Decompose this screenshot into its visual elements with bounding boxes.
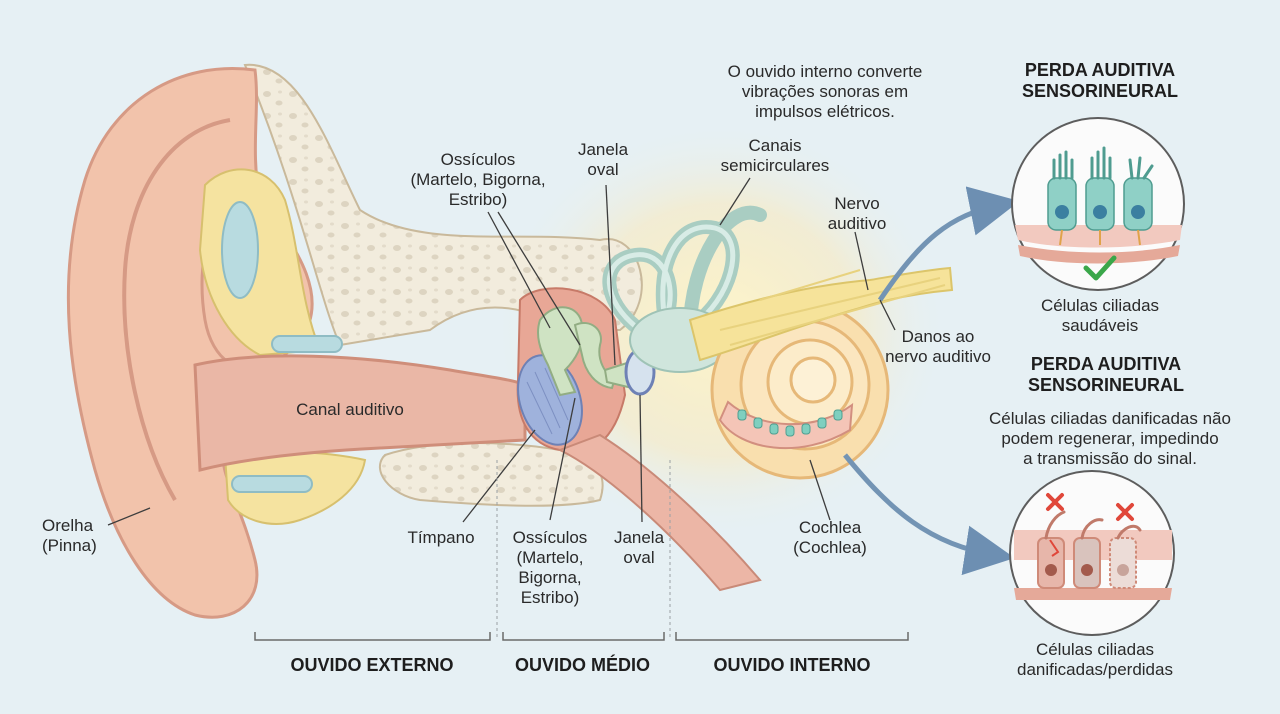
damaged-hair-cells-panel xyxy=(1009,470,1175,636)
eardrum-lines xyxy=(526,367,569,435)
section-ouvido-interno: OUVIDO INTERNO xyxy=(713,655,871,675)
pinna-inner-fold xyxy=(122,118,231,502)
intro-text: O ouvido interno converte vibrações sono… xyxy=(727,62,923,121)
cartilage-pocket-1 xyxy=(221,201,259,299)
healthy-hair-cells-panel xyxy=(1011,117,1185,291)
panel-bottom-caption: Células ciliadas danificadas/perdidas xyxy=(1017,640,1173,679)
label-ossiculos-top: Ossículos (Martelo, Bigorna, Estribo) xyxy=(410,150,546,209)
arrow-to-healthy-panel xyxy=(877,186,1020,302)
label-canal-auditivo: Canal auditivo xyxy=(296,400,404,419)
ossicle-malleus xyxy=(537,306,584,397)
label-orelha: Orelha (Pinna) xyxy=(42,516,97,555)
cross-icon xyxy=(1046,493,1134,521)
cochlea xyxy=(710,300,890,480)
section-dividers xyxy=(496,460,671,640)
label-canais-semicirculares: Canais semicirculares xyxy=(720,136,830,175)
temporal-bone xyxy=(243,63,643,347)
label-janela-oval-top: Janela oval xyxy=(577,140,629,179)
semicircular-canals-highlight xyxy=(606,224,736,333)
auditory-nerve-fibers xyxy=(719,269,946,346)
label-timpano: Tímpano xyxy=(407,528,475,547)
label-ossiculos-bottom: Ossículos (Martelo, Bigorna, Estribo) xyxy=(512,528,588,607)
panel-bottom-description: Células ciliadas danificadas não podem r… xyxy=(989,409,1231,468)
section-ouvido-medio: OUVIDO MÉDIO xyxy=(514,655,650,675)
cartilage-pocket-3 xyxy=(231,475,313,493)
eustachian-tube xyxy=(557,433,762,592)
section-ouvido-externo: OUVIDO EXTERNO xyxy=(290,655,454,675)
panel-top-heading: PERDA AUDITIVA SENSORINEURAL xyxy=(1021,60,1178,101)
leader-lines xyxy=(107,177,896,526)
ear-canal xyxy=(193,354,527,472)
arrow-to-damaged-panel xyxy=(843,453,1015,576)
label-nervo-auditivo: Nervo auditivo xyxy=(827,194,887,233)
check-icon xyxy=(1083,255,1117,281)
panel-bottom-heading: PERDA AUDITIVA SENSORINEURAL xyxy=(1027,354,1184,395)
label-janela-oval-bottom: Janela oval xyxy=(613,528,665,567)
section-brackets xyxy=(254,632,909,641)
label-danos-nervo: Danos ao nervo auditivo xyxy=(885,327,991,366)
cartilage-pocket-2 xyxy=(271,335,343,353)
label-cochlea: Cochlea (Cochlea) xyxy=(793,518,867,557)
panel-top-caption: Células ciliadas saudáveis xyxy=(1040,296,1160,335)
